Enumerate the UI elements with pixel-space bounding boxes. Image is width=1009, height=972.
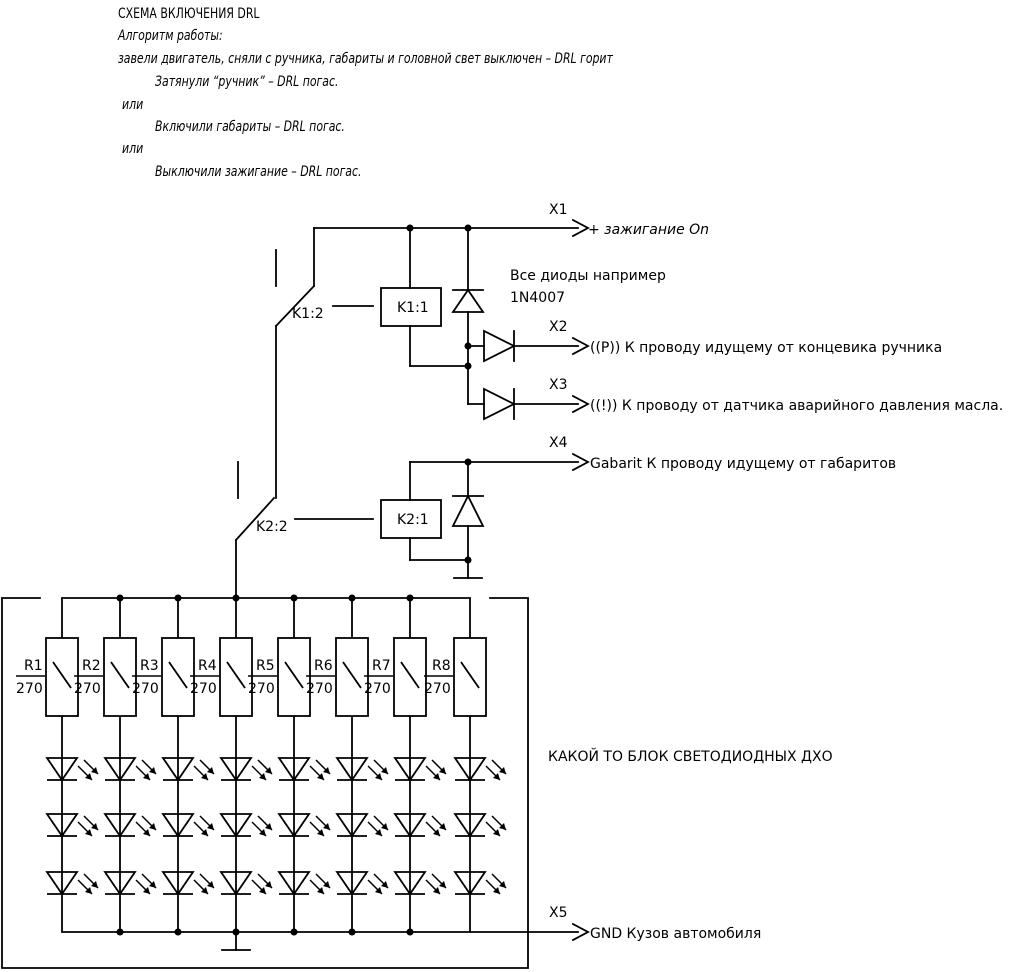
led-diode bbox=[162, 871, 215, 895]
x2-id: X2 bbox=[549, 319, 568, 335]
resistor-value: 270 bbox=[306, 681, 333, 697]
led-column-2: R2 270 bbox=[74, 594, 157, 936]
led-diode bbox=[336, 757, 389, 781]
resistor-r1 bbox=[45, 637, 79, 717]
resistor-value: 270 bbox=[424, 681, 451, 697]
x4-id: X4 bbox=[549, 435, 568, 451]
led-diode bbox=[220, 813, 273, 837]
resistor-value: 270 bbox=[364, 681, 391, 697]
diodes-note-2: 1N4007 bbox=[510, 290, 565, 306]
schema-title: СХЕМА ВКЛЮЧЕНИЯ DRL bbox=[118, 6, 260, 22]
algorithm-or-2: или bbox=[122, 141, 144, 157]
led-diode bbox=[46, 871, 99, 895]
led-diode bbox=[162, 813, 215, 837]
led-column-6: R6 270 bbox=[306, 594, 389, 936]
algorithm-line-1: завели двигатель, сняли с ручника, габар… bbox=[118, 51, 613, 67]
led-diode bbox=[454, 813, 507, 837]
led-column-4: R4 270 bbox=[190, 594, 273, 936]
algorithm-line-3: Включили габариты – DRL погас. bbox=[155, 119, 345, 135]
led-diode bbox=[278, 757, 331, 781]
relay-k21-label: K2:1 bbox=[397, 512, 429, 528]
resistor-value: 270 bbox=[74, 681, 101, 697]
x3-label: ((!)) К проводу от датчика аварийного да… bbox=[590, 398, 1003, 414]
algorithm-heading: Алгоритм работы: bbox=[118, 28, 223, 44]
resistor-name: R1 bbox=[24, 658, 43, 674]
led-column-3: R3 270 bbox=[132, 594, 215, 936]
resistor-value: 270 bbox=[190, 681, 217, 697]
resistor-r3 bbox=[161, 637, 195, 717]
led-diode bbox=[104, 871, 157, 895]
led-diode bbox=[162, 757, 215, 781]
led-diode bbox=[394, 813, 447, 837]
resistor-name: R5 bbox=[256, 658, 275, 674]
resistor-value: 270 bbox=[16, 681, 43, 697]
resistor-r6 bbox=[335, 637, 369, 717]
led-diode bbox=[46, 757, 99, 781]
x2-label: ((P)) К проводу идущему от концевика руч… bbox=[590, 340, 942, 356]
resistor-name: R7 bbox=[372, 658, 391, 674]
led-diode bbox=[454, 871, 507, 895]
resistor-name: R6 bbox=[314, 658, 333, 674]
led-diode bbox=[394, 871, 447, 895]
led-diode bbox=[336, 813, 389, 837]
algorithm-line-2: Затянули “ручник” – DRL погас. bbox=[155, 74, 339, 90]
x3-id: X3 bbox=[549, 377, 568, 393]
algorithm-or-1: или bbox=[122, 97, 144, 113]
relay-k22-label: K2:2 bbox=[256, 519, 288, 535]
led-diode bbox=[46, 813, 99, 837]
led-column-1: R1 270 bbox=[16, 598, 99, 932]
led-diode bbox=[454, 757, 507, 781]
relay-k12-label: K1:2 bbox=[292, 306, 324, 322]
x1-id: X1 bbox=[549, 202, 568, 218]
x5-id: X5 bbox=[549, 905, 568, 921]
resistor-r4 bbox=[219, 637, 253, 717]
relay-k11-label: K1:1 bbox=[397, 300, 429, 316]
resistor-value: 270 bbox=[248, 681, 275, 697]
led-diode bbox=[220, 871, 273, 895]
x4-label: Gabarit К проводу идущему от габаритов bbox=[590, 456, 896, 472]
led-diode bbox=[336, 871, 389, 895]
led-diode bbox=[278, 871, 331, 895]
resistor-name: R8 bbox=[432, 658, 451, 674]
block-label: КАКОЙ ТО БЛОК СВЕТОДИОДНЫХ ДХО bbox=[548, 747, 833, 765]
led-diode bbox=[394, 757, 447, 781]
resistor-r2 bbox=[103, 637, 137, 717]
resistor-name: R3 bbox=[140, 658, 159, 674]
led-column-5: R5 270 bbox=[248, 594, 331, 936]
led-diode bbox=[278, 813, 331, 837]
led-diode bbox=[220, 757, 273, 781]
resistor-r8 bbox=[453, 637, 487, 717]
x1-label: + зажигание On bbox=[588, 222, 709, 238]
diodes-note-1: Все диоды например bbox=[510, 268, 666, 284]
x5-label: GND Кузов автомобиля bbox=[590, 926, 761, 942]
resistor-r5 bbox=[277, 637, 311, 717]
resistor-r7 bbox=[393, 637, 427, 717]
algorithm-line-4: Выключили зажигание – DRL погас. bbox=[155, 164, 362, 180]
resistor-value: 270 bbox=[132, 681, 159, 697]
resistor-name: R2 bbox=[82, 658, 101, 674]
led-diode bbox=[104, 757, 157, 781]
led-diode bbox=[104, 813, 157, 837]
resistor-name: R4 bbox=[198, 658, 217, 674]
